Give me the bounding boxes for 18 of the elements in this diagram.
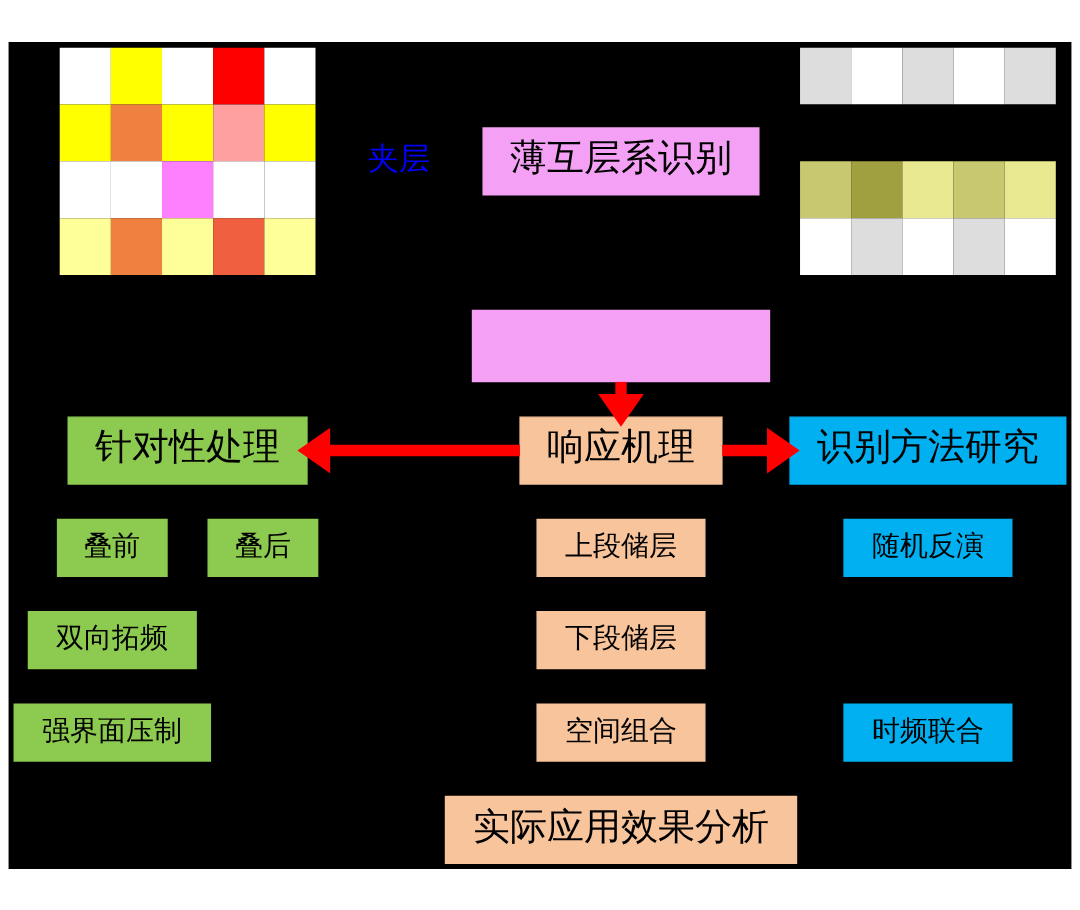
node-box <box>471 309 771 382</box>
node-box: 上段储层 <box>536 518 706 577</box>
node-box: 强界面压制 <box>13 702 212 762</box>
node-box: 随机反演 <box>843 518 1013 577</box>
node-box: 识别方法研究 <box>789 415 1067 485</box>
node-box: 叠后 <box>207 518 319 577</box>
node-box: 下段储层 <box>536 610 706 669</box>
node-box: 时频联合 <box>843 702 1013 762</box>
node-box: 实际应用效果分析 <box>444 795 798 864</box>
node-box: 薄互层系识别 <box>482 126 760 195</box>
label: 夹层 <box>368 139 431 176</box>
arrow <box>722 427 800 473</box>
arrow <box>297 427 520 473</box>
node-box: 响应机理 <box>519 415 723 485</box>
node-box: 空间组合 <box>536 702 706 762</box>
node-box: 针对性处理 <box>67 415 308 485</box>
node-box: 叠前 <box>56 518 168 577</box>
node-box: 双向拓频 <box>27 610 197 669</box>
